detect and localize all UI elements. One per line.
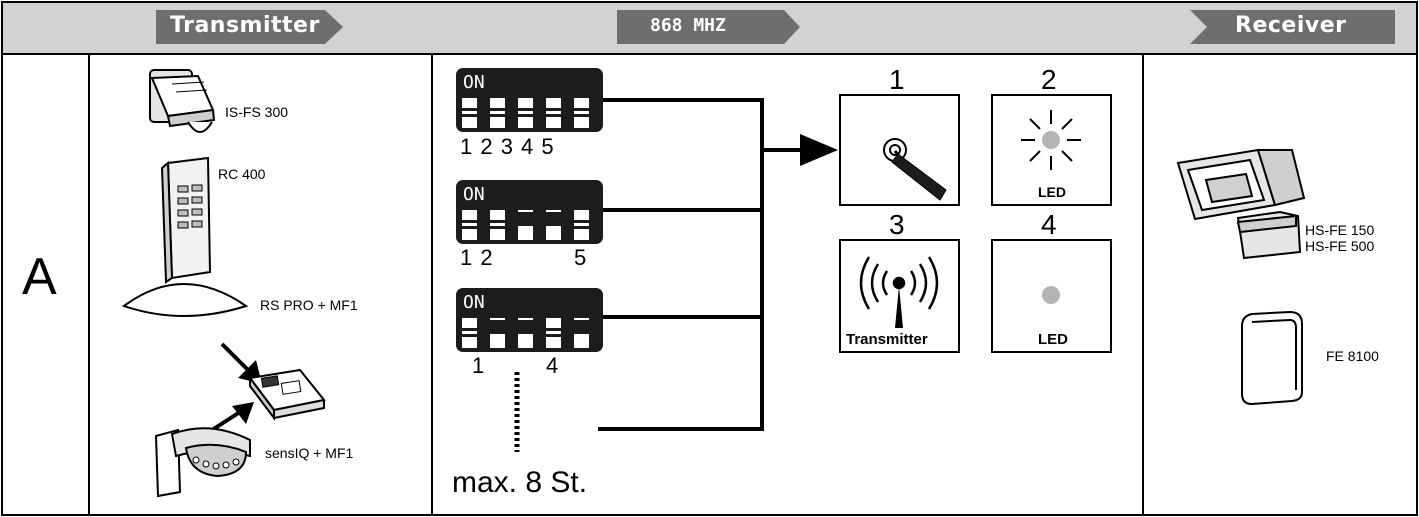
step-number: 2: [1041, 64, 1057, 95]
hs-fe-floodlight-icon: [1176, 148, 1306, 260]
row-label: A: [22, 248, 57, 306]
dip-switch-numbers: 5: [574, 245, 587, 270]
header-receiver-label: Receiver: [1235, 13, 1347, 38]
transmitter-label: IS-FS 300: [225, 104, 289, 120]
max-count-label: max. 8 St.: [452, 466, 588, 499]
dip-switch-icon: [456, 288, 603, 352]
transmitter-label: RC 400: [218, 166, 266, 182]
dip-switch-numbers: 1 2: [460, 245, 493, 270]
connection-lines: [598, 98, 800, 431]
step-caption: LED: [1038, 184, 1066, 200]
step-caption: LED: [1038, 331, 1068, 348]
step-number: 3: [889, 209, 905, 240]
dip-on-label: ON: [463, 72, 485, 93]
dip-switch-icon: [456, 68, 603, 132]
rc-400-remote-icon: [160, 156, 212, 284]
transmitter-label: sensIQ + MF1: [265, 445, 354, 461]
step-number: 1: [889, 64, 905, 95]
mf1-module-icon: [248, 368, 326, 421]
sensiq-sensor-icon: [154, 427, 251, 498]
dip-on-label: ON: [463, 184, 485, 205]
header-frequency-label: 868 MHZ: [650, 15, 726, 36]
receiver-label: FE 8100: [1326, 348, 1379, 364]
receiver-banner: [1190, 10, 1395, 44]
header-transmitter-label: Transmitter: [170, 13, 320, 38]
pen-press-icon: [883, 138, 947, 201]
transmitter-banner: [156, 10, 343, 44]
rs-pro-dome-icon: [121, 283, 249, 317]
dip-switch-numbers: 1: [472, 353, 485, 378]
radio-transmitter-icon: [859, 256, 939, 328]
dip-switch-numbers: 1 2 3 4 5: [460, 134, 554, 159]
dip-switch-icon: [456, 180, 603, 244]
dip-on-label: ON: [463, 292, 485, 313]
step-box-4: [991, 239, 1112, 353]
arrow-icon: [210, 402, 254, 432]
led-icon: [1042, 286, 1060, 304]
receiver-label: HS-FE 500: [1305, 238, 1375, 254]
blinking-led-icon: [1021, 110, 1081, 170]
step-caption: Transmitter: [846, 331, 928, 348]
frequency-banner: [617, 10, 800, 44]
arrow-icon: [800, 134, 838, 166]
fe-8100-receiver-icon: [1241, 310, 1303, 406]
is-fs-300-device-icon: [149, 69, 216, 133]
step-number: 4: [1041, 209, 1057, 240]
receiver-label: HS-FE 150: [1305, 222, 1375, 238]
transmitter-label: RS PRO + MF1: [260, 297, 358, 313]
dip-switch-numbers: 4: [546, 353, 559, 378]
